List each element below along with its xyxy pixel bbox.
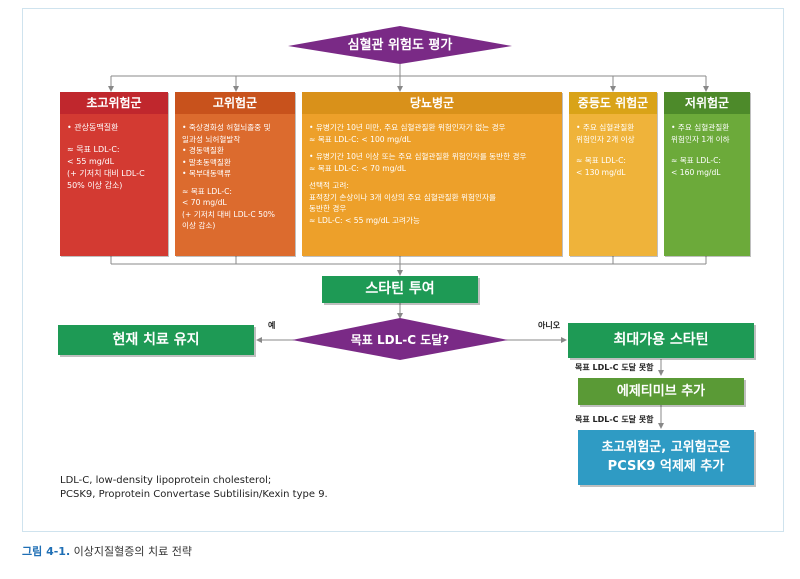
figure-caption: 그림 4-1. 이상지질혈증의 치료 전략 <box>22 543 192 559</box>
column-item: • 죽상경화성 허혈뇌졸중 및 일과성 뇌허혈발작 <box>182 123 271 144</box>
column-item: 선택적 고려: 표적장기 손상이나 3개 이상의 주요 심혈관질환 위험인자를 … <box>309 181 496 225</box>
column-item: • 관상동맥질환 <box>67 123 119 132</box>
column-item: ≈ 목표 LDL-C: < 160 mg/dL <box>671 156 721 177</box>
column-item: ≈ 목표 LDL-C: < 130 mg/dL <box>576 156 626 177</box>
caption-label: 그림 4-1. <box>22 545 71 558</box>
top-diamond-shape <box>288 26 512 64</box>
column-item: • 주요 심혈관질환 위험인자 1개 이하 <box>671 123 730 144</box>
column-title: 저위험군 <box>664 92 750 114</box>
caption-text: 이상지질혈증의 치료 전략 <box>70 545 192 558</box>
footnote-line1: LDL-C, low-density lipoprotein cholester… <box>60 475 272 486</box>
column-item: ≈ 목표 LDL-C: < 70 mg/dL (+ 기저치 대비 LDL-C 5… <box>182 186 276 231</box>
pcsk9-line1: 초고위험군, 고위험군은 <box>601 440 731 455</box>
not-reached-label-1: 목표 LDL-C 도달 못함 <box>575 363 654 372</box>
decision-diamond-shape <box>292 318 508 360</box>
column-moderate-risk: 중등도 위험군 • 주요 심혈관질환 위험인자 2개 이상 ≈ 목표 LDL-C… <box>569 92 657 256</box>
column-very-high-risk: 초고위험군 • 관상동맥질환 ≈ 목표 LDL-C: < 55 mg/dL (+… <box>60 92 168 256</box>
column-item: • 주요 심혈관질환 위험인자 2개 이상 <box>576 123 635 144</box>
column-title: 당뇨병군 <box>302 92 562 114</box>
yes-label: 예 <box>268 321 276 330</box>
column-title: 초고위험군 <box>60 92 168 114</box>
ezetimibe-box: 에제티미브 추가 <box>578 378 744 405</box>
column-low-risk: 저위험군 • 주요 심혈관질환 위험인자 1개 이하 ≈ 목표 LDL-C: <… <box>664 92 750 256</box>
column-diabetes: 당뇨병군 • 유병기간 10년 미만, 주요 심혈관질환 위험인자가 없는 경우… <box>302 92 562 256</box>
top-diamond-label: 심혈관 위험도 평가 <box>347 38 453 53</box>
maintain-box: 현재 치료 유지 <box>58 325 254 355</box>
column-item: • 복부대동맥류 <box>182 169 231 178</box>
not-reached-label-2: 목표 LDL-C 도달 못함 <box>575 415 654 424</box>
column-item: • 유병기간 10년 이상 또는 주요 심혈관질환 위험인자를 동반한 경우 ≈… <box>309 152 527 173</box>
column-item: ≈ 목표 LDL-C: < 55 mg/dL (+ 기저치 대비 LDL-C 5… <box>67 145 145 190</box>
column-title: 고위험군 <box>175 92 295 114</box>
footnote-line2: PCSK9, Proprotein Convertase Subtilisin/… <box>60 489 328 500</box>
decision-label: 목표 LDL-C 도달? <box>350 333 450 347</box>
footnote: LDL-C, low-density lipoprotein cholester… <box>60 474 328 502</box>
column-title: 중등도 위험군 <box>569 92 657 114</box>
pcsk9-line2: PCSK9 억제제 추가 <box>607 459 725 474</box>
max-statin-box: 최대가용 스타틴 <box>568 323 754 358</box>
no-label: 아니오 <box>538 321 561 330</box>
column-high-risk: 고위험군 • 죽상경화성 허혈뇌졸중 및 일과성 뇌허혈발작 • 경동맥질환 •… <box>175 92 295 256</box>
pcsk9-box: 초고위험군, 고위험군은 PCSK9 억제제 추가 <box>578 430 754 485</box>
statin-box: 스타틴 투여 <box>322 276 478 303</box>
column-item: • 경동맥질환 <box>182 146 224 155</box>
column-item: • 말초동맥질환 <box>182 157 231 167</box>
column-item: • 유병기간 10년 미만, 주요 심혈관질환 위험인자가 없는 경우 ≈ 목표… <box>309 123 506 144</box>
